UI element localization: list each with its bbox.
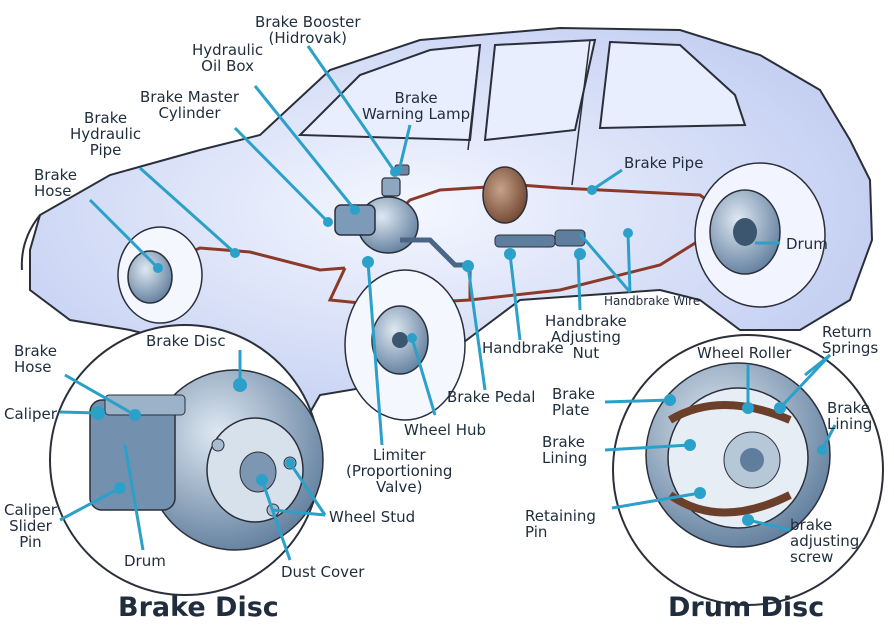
label-drum-left: Drum — [124, 552, 166, 570]
front-center-wheel-assembly — [344, 269, 466, 421]
car-body — [20, 26, 874, 432]
label-brake-disc: Brake Disc — [146, 332, 226, 350]
label-brake-pipe: Brake Pipe — [624, 154, 704, 172]
label-caliper-slider-pin: Caliper Slider Pin — [4, 501, 57, 551]
label-brake-pedal: Brake Pedal — [447, 388, 536, 406]
label-brake-master-cylinder: Brake Master Cylinder — [140, 88, 240, 122]
handbrake-parts — [494, 229, 586, 248]
label-handbrake-adjusting-nut: Handbrake Adjusting Nut — [545, 312, 627, 362]
brake-disc-detail — [49, 324, 324, 596]
label-wheel-stud: Wheel Stud — [329, 508, 416, 526]
label-handbrake-wire: Handbrake Wire — [604, 294, 701, 308]
pointer-dots — [91, 167, 827, 526]
label-wheel-hub: Wheel Hub — [404, 421, 487, 439]
label-caliper: Caliper — [4, 405, 57, 423]
title-drum-disc: Drum Disc — [668, 592, 825, 623]
label-drum-top: Drum — [786, 235, 828, 253]
label-wheel-roller: Wheel Roller — [697, 344, 792, 362]
label-retaining-pin: Retaining Pin — [525, 507, 596, 541]
label-limiter: Limiter (Proportioning Valve) — [346, 446, 453, 496]
label-dust-cover: Dust Cover — [281, 563, 365, 581]
label-brake-adjusting-screw: brake adjusting screw — [790, 516, 860, 566]
label-handbrake: Handbrake — [482, 339, 564, 357]
title-brake-disc: Brake Disc — [118, 592, 279, 623]
label-brake-lining-left: Brake Lining — [542, 433, 588, 467]
label-brake-booster: Brake Booster (Hidrovak) — [255, 13, 361, 47]
label-brake-plate: Brake Plate — [552, 385, 596, 419]
rear-wheel-assembly — [694, 162, 826, 308]
label-hydraulic-oil-box: Hydraulic Oil Box — [192, 41, 264, 75]
label-brake-warning-lamp: Brake Warning Lamp — [362, 89, 471, 123]
label-brake-hose-left: Brake Hose — [14, 342, 58, 376]
label-brake-hydraulic-pipe: Brake Hydraulic Pipe — [70, 109, 142, 159]
label-return-springs: Return Springs — [822, 323, 879, 357]
label-brake-lining-right: Brake Lining — [827, 399, 873, 433]
label-brake-hose-top: Brake Hose — [34, 166, 78, 200]
rear-drum-shape — [482, 166, 528, 224]
